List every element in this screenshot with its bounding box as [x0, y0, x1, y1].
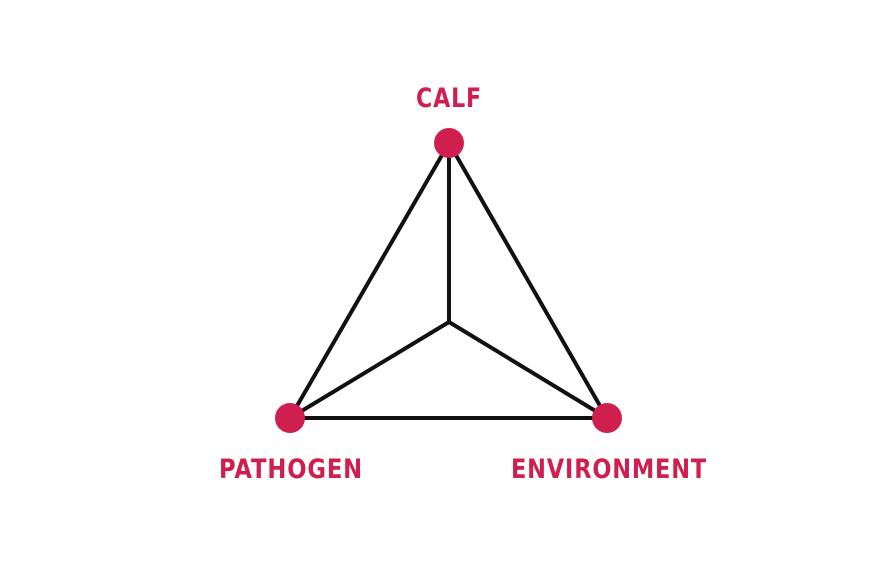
triangle-edges: [288, 141, 609, 420]
environment-label: ENVIRONMENT: [511, 454, 707, 485]
edge-calf-environment: [447, 141, 609, 420]
vertex-labels: CALF PATHOGEN ENVIRONMENT: [219, 83, 707, 485]
vertex-markers: [275, 128, 622, 433]
pathogen-node: [275, 403, 305, 433]
environment-node: [592, 403, 622, 433]
calf-node: [434, 128, 464, 158]
edge-calf-pathogen: [288, 141, 451, 420]
spoke-center-environment: [447, 320, 609, 420]
spoke-center-pathogen: [288, 320, 451, 420]
calf-label: CALF: [416, 83, 482, 114]
pathogen-label: PATHOGEN: [219, 454, 363, 485]
